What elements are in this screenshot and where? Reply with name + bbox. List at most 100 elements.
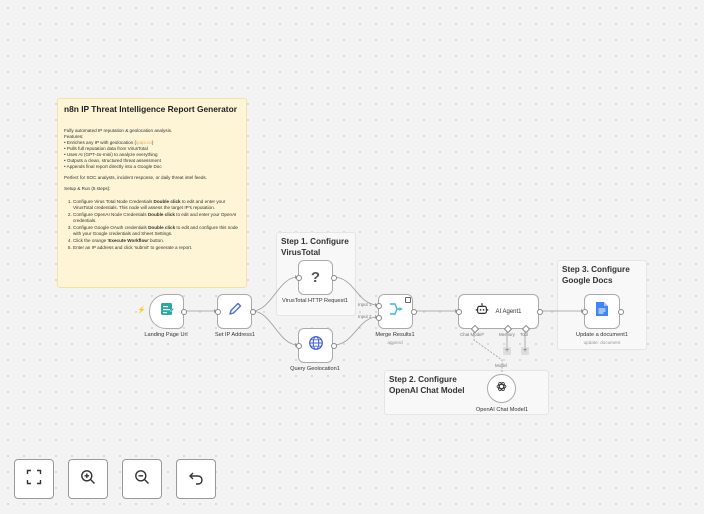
output-handle[interactable] — [331, 275, 337, 281]
input-handle[interactable] — [296, 343, 302, 349]
sticky-text: • Appends final report directly into a G… — [64, 164, 162, 169]
step-text: ' button. — [147, 238, 165, 243]
step-text: to edit and enter your VirusTotal creden… — [73, 199, 226, 210]
output-handle[interactable] — [618, 309, 624, 315]
expand-icon[interactable] — [405, 297, 411, 303]
step-text: Configure OpenAI Node Credentials — [73, 212, 148, 217]
sticky-step2-title: Step 2. Configure OpenAI Chat Model — [389, 375, 465, 395]
node-sublabel: update: document — [583, 340, 621, 345]
robot-icon — [475, 302, 489, 321]
input-handle[interactable] — [456, 309, 462, 315]
step-text: to edit and configure this node with you… — [73, 225, 238, 236]
connection-setip-vt — [251, 276, 299, 312]
sticky-text: Features: — [64, 134, 84, 139]
input-handle[interactable] — [582, 309, 588, 315]
node-label: Merge Results1 — [375, 332, 415, 338]
output-handle[interactable] — [181, 309, 187, 315]
zoom-out-icon — [134, 469, 150, 490]
setup-step: Click the orange 'Execute Workflow' butt… — [73, 238, 240, 244]
sticky-step3-title: Step 3. Configure Google Docs — [562, 265, 630, 285]
input-handle[interactable] — [215, 309, 221, 315]
input-handle[interactable] — [296, 275, 302, 281]
node-query-geolocation[interactable] — [298, 328, 333, 363]
sticky-note-main[interactable]: n8n IP Threat Intelligence Report Genera… — [57, 98, 247, 288]
node-label: Landing Page Url — [144, 332, 188, 338]
bolt-icon: ⚡ — [137, 307, 146, 314]
setup-step: Enter an IP address and click 'submit' t… — [73, 245, 240, 251]
output-handle[interactable] — [331, 343, 337, 349]
node-label: VirusTotal HTTP Request1 — [281, 298, 349, 304]
question-icon: ? — [310, 269, 321, 286]
node-openai-chat-model[interactable] — [487, 374, 516, 403]
zoom-out-button[interactable] — [122, 459, 162, 499]
node-update-document[interactable] — [584, 294, 620, 329]
sticky-step1-title: Step 1. Configure VirusTotal — [281, 237, 349, 257]
step-text: to edit and enter your OpenAI credential… — [73, 212, 237, 223]
sticky-text: Fully automated IP reputation & geolocat… — [64, 128, 173, 133]
output-handle[interactable] — [411, 309, 417, 315]
reset-zoom-button[interactable] — [176, 459, 216, 499]
step-emphasis: Double click — [153, 199, 181, 204]
merge-input-label: Input 2 — [358, 314, 372, 319]
connection-setip-geo — [251, 310, 299, 346]
step-text: Click the orange ' — [73, 238, 109, 243]
sticky-text: • Enriches any IP with geolocation ( — [64, 140, 136, 145]
pencil-icon — [227, 301, 243, 322]
setup-step: Configure Virus Total Node Credentials D… — [73, 199, 240, 211]
add-tool-button[interactable]: + — [521, 347, 529, 355]
step-text: Configure Google OAuth credentials — [73, 225, 149, 230]
sticky-text: • Pulls full reputation data from VirusT… — [64, 146, 148, 151]
node-set-ip-address[interactable] — [217, 294, 252, 329]
step-emphasis: Double click — [148, 225, 176, 230]
setup-steps-list: Configure Virus Total Node Credentials D… — [64, 199, 240, 251]
port-label: Model — [495, 363, 507, 368]
node-virustotal-http-request[interactable]: ? — [298, 260, 333, 295]
form-icon — [159, 301, 175, 322]
step-text: Configure Virus Total Node Credentials — [73, 199, 154, 204]
port-label: Chat Model* — [460, 332, 485, 337]
google-docs-icon — [595, 301, 609, 322]
port-label: Memory — [499, 332, 515, 337]
output-handle[interactable] — [537, 309, 543, 315]
sticky-text: ) — [151, 140, 154, 145]
step-emphasis: Execute Workflow — [108, 238, 148, 243]
sticky-text: Setup & Run (5 steps): — [64, 186, 111, 191]
step-emphasis: Double click — [147, 212, 175, 217]
zoom-in-button[interactable] — [68, 459, 108, 499]
node-ai-agent[interactable]: AI Agent1 — [458, 294, 539, 329]
node-landing-page-url[interactable] — [149, 294, 184, 329]
sticky-text: • Outputs a clean, structured threat ass… — [64, 158, 161, 163]
output-handle[interactable] — [250, 309, 256, 315]
merge-icon — [388, 301, 404, 322]
node-label: Query Geolocation1 — [290, 366, 340, 372]
sticky-note-step2[interactable]: Step 2. Configure OpenAI Chat Model — [384, 370, 549, 415]
ipapi-link[interactable]: ipapi.co — [136, 140, 152, 145]
sticky-text: • Uses AI (GPT-4o-mini) to analyze every… — [64, 152, 158, 157]
globe-icon — [308, 335, 324, 356]
connection-openai-agent — [473, 329, 503, 372]
port-label: Tool — [520, 332, 529, 337]
zoom-to-fit-button[interactable] — [14, 459, 54, 499]
input-handle[interactable] — [376, 315, 382, 321]
node-label: Update a document1 — [576, 332, 628, 338]
zoom-in-icon — [80, 469, 96, 490]
input-handle[interactable] — [376, 303, 382, 309]
node-label: OpenAI Chat Model1 — [475, 407, 529, 413]
undo-icon — [188, 469, 204, 490]
node-label: AI Agent1 — [495, 308, 522, 315]
sticky-text: • Enriches any IP with geolocation (ipap… — [64, 140, 240, 146]
node-sublabel: append — [387, 340, 403, 345]
setup-step: Configure Google OAuth credentials Doubl… — [73, 225, 240, 237]
add-memory-button[interactable]: + — [503, 347, 511, 355]
sticky-note-step1[interactable]: Step 1. Configure VirusTotal — [276, 232, 356, 316]
fit-screen-icon — [26, 469, 42, 490]
connection-geo-merge — [332, 316, 379, 346]
setup-step: Configure OpenAI Node Credentials Double… — [73, 212, 240, 224]
sticky-text: Perfect for SOC analysts, incident respo… — [64, 175, 207, 180]
node-label: Set IP Address1 — [214, 332, 256, 338]
connection-vt-merge — [332, 276, 379, 306]
sticky-title: n8n IP Threat Intelligence Report Genera… — [64, 104, 237, 114]
openai-icon — [495, 380, 508, 398]
